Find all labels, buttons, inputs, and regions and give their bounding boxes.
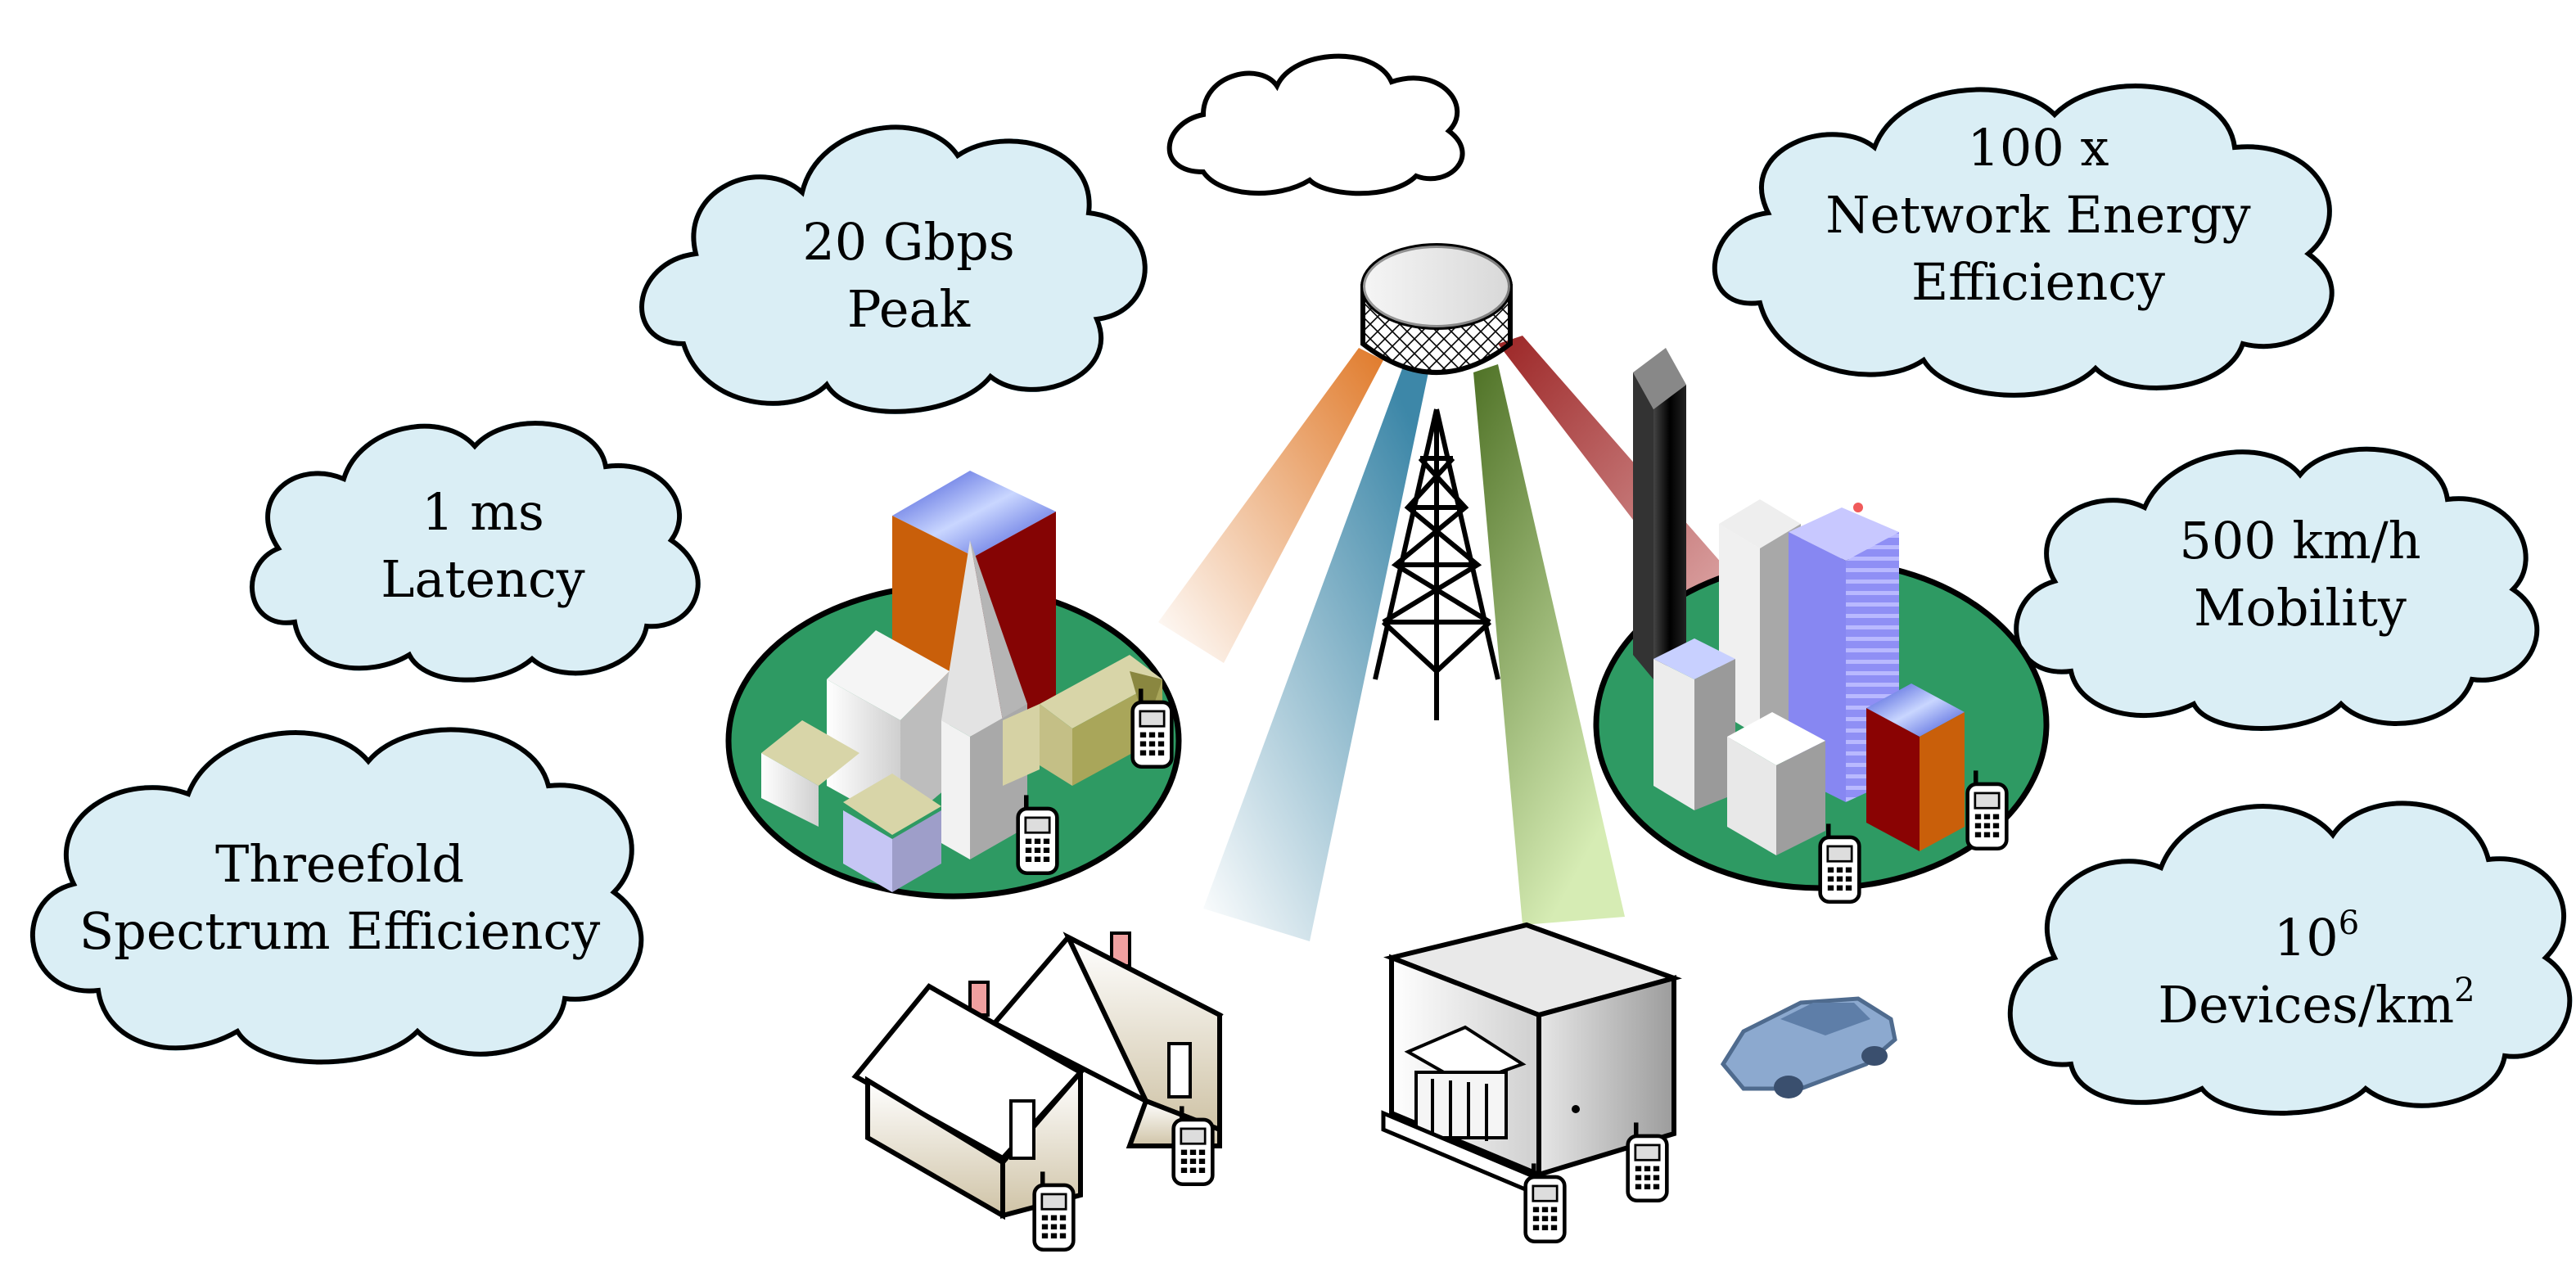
devices-count-text: 106 [2273, 904, 2360, 968]
peak-label-text: Peak [846, 279, 971, 339]
energy-label-text-2: Efficiency [1911, 252, 2166, 312]
devices-density-text: Devices/km2 [2158, 972, 2475, 1035]
peak-rate-text: 20 Gbps [802, 212, 1015, 272]
devices-count-exponent: 6 [2338, 904, 2360, 943]
cloud-mobility [2014, 446, 2540, 731]
town-church-area [725, 471, 1182, 900]
cloud-mobility-label: 500 km/h Mobility [2096, 507, 2505, 642]
cloud-energy-label: 100 x Network Energy Efficiency [1784, 115, 2292, 316]
devices-density-exponent: 2 [2454, 972, 2475, 1010]
beam-orange [1158, 348, 1383, 663]
mobility-label-text: Mobility [2194, 578, 2407, 638]
cloud-peak [639, 124, 1148, 414]
latency-label-text: Latency [381, 549, 585, 609]
beam-green [1473, 364, 1625, 925]
cloud-energy [1712, 83, 2335, 398]
energy-label-text: Network Energy [1825, 185, 2251, 245]
cloud-small-top [1166, 53, 1465, 196]
cloud-latency-label: 1 ms Latency [327, 479, 638, 613]
beam-blue [1203, 364, 1428, 941]
residential-houses [851, 931, 1224, 1220]
cloud-spectrum-label: Threefold Spectrum Efficiency [74, 831, 606, 965]
car [1720, 996, 1897, 1098]
spectrum-label-text: Spectrum Efficiency [79, 901, 601, 961]
base-station-tower [1373, 408, 1500, 720]
energy-factor-text: 100 x [1967, 118, 2109, 178]
cloud-latency [249, 421, 701, 683]
bank-building [1381, 922, 1682, 1198]
cloud-devices [2007, 801, 2573, 1116]
cloud-peak-label: 20 Gbps Peak [761, 209, 1056, 343]
mobility-value-text: 500 km/h [2179, 511, 2421, 571]
cloud-spectrum [29, 727, 644, 1065]
spectrum-factor-text: Threefold [214, 834, 465, 894]
base-station-antenna [1360, 243, 1513, 375]
cloud-devices-label: 106 Devices/km2 [2096, 904, 2538, 1039]
latency-value-text: 1 ms [422, 482, 544, 542]
city-skyscraper-area [1593, 348, 2050, 891]
